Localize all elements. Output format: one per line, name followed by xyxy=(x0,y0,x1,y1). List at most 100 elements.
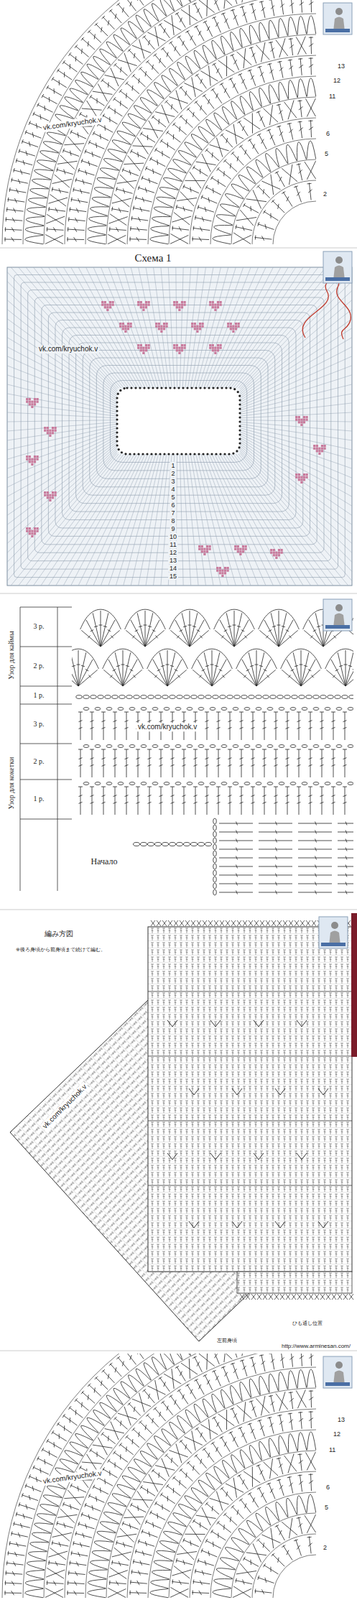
chain-stitch xyxy=(226,695,233,699)
chain-dot xyxy=(227,452,230,455)
heart-cell xyxy=(51,491,54,494)
heart-motif xyxy=(216,566,230,577)
chain-stitch xyxy=(198,744,204,748)
row-ring xyxy=(96,365,261,480)
heart-cell xyxy=(242,550,245,553)
heart-motif xyxy=(270,548,284,559)
heart-cell xyxy=(211,346,215,350)
heart-cell xyxy=(33,400,36,403)
chain-dot xyxy=(168,386,171,389)
chain-stitch xyxy=(313,695,319,699)
heart-cell xyxy=(318,452,321,455)
chain-stitch xyxy=(278,744,285,748)
heart-cell xyxy=(244,548,248,551)
chain-stitch xyxy=(336,744,342,748)
heart-cell xyxy=(140,344,143,347)
chain-stitch xyxy=(298,695,305,699)
row-ring xyxy=(34,297,324,553)
heart-cell xyxy=(198,548,201,551)
chain-dot xyxy=(206,452,209,455)
body-block xyxy=(147,926,352,1272)
chain-stitch xyxy=(152,707,159,711)
heart-cell xyxy=(30,530,34,533)
heart-cell xyxy=(48,496,51,499)
row-bracket xyxy=(20,606,72,891)
heart-cell xyxy=(272,553,276,556)
row-ring xyxy=(14,275,346,578)
chain-dot xyxy=(238,433,241,436)
watermark: vk.com/kryuchok.v xyxy=(40,1468,104,1485)
chain-dot xyxy=(132,452,136,455)
chain-stitch xyxy=(94,707,101,711)
heart-cell xyxy=(30,463,34,466)
chain-stitch xyxy=(324,707,331,711)
chain-stitch xyxy=(290,744,296,748)
chain-dot xyxy=(173,386,176,389)
heart-cell xyxy=(219,566,222,569)
chain-stitch xyxy=(117,707,124,711)
row-number: 9 xyxy=(169,525,176,533)
heart-cell xyxy=(298,478,301,481)
logo-strip xyxy=(321,942,346,947)
chain-dot xyxy=(124,452,127,455)
heart-cell xyxy=(101,300,104,304)
heart-cell xyxy=(36,458,39,461)
chain-stitch xyxy=(147,842,155,847)
chain-dot xyxy=(193,452,196,455)
heart-cell xyxy=(46,494,49,497)
heart-cell xyxy=(178,303,181,306)
double-crochet xyxy=(4,0,314,242)
chain-dot xyxy=(115,435,118,438)
chain-dot xyxy=(115,409,118,412)
heart-cell xyxy=(140,306,143,309)
row-number: 13 xyxy=(336,62,347,70)
heart-cell xyxy=(221,571,224,574)
chain-dot xyxy=(115,426,118,429)
logo-head xyxy=(335,7,343,16)
chain-stitch xyxy=(140,842,148,847)
source-url: http://www.arminesan.com/ xyxy=(280,1342,352,1349)
chain-stitch xyxy=(232,744,239,748)
heart-cell xyxy=(214,346,217,350)
heart-cell xyxy=(234,548,237,551)
heart-cell xyxy=(106,308,109,312)
heart-cell xyxy=(181,306,184,309)
heart-cell xyxy=(216,300,220,304)
row-number: 5 xyxy=(323,150,330,158)
row-label: 1 р. xyxy=(32,794,46,804)
chain-stitch xyxy=(255,744,262,748)
row-ring xyxy=(68,335,289,513)
heart-cell xyxy=(211,303,215,306)
heart-cell xyxy=(226,569,230,572)
heart-cell xyxy=(234,322,238,325)
heart-cell xyxy=(219,344,222,347)
heart-cell xyxy=(300,423,303,426)
heart-cell xyxy=(300,481,303,484)
heart-cell xyxy=(160,330,163,333)
heart-motif xyxy=(295,415,309,426)
chain-dot xyxy=(220,386,223,389)
row-number: 5 xyxy=(169,493,176,501)
heart-cell xyxy=(181,349,184,352)
heart-cell xyxy=(201,548,204,551)
heart-cell xyxy=(145,306,148,309)
chain-stitch xyxy=(244,744,250,748)
heart-cell xyxy=(181,303,184,306)
heart-cell xyxy=(242,545,245,548)
heart-cell xyxy=(298,476,301,479)
heart-cell xyxy=(36,527,39,530)
heart-motif xyxy=(295,473,309,484)
square-chart xyxy=(7,267,352,586)
chain-stitch xyxy=(183,842,191,847)
row-number: 10 xyxy=(168,532,179,541)
chain-stitch xyxy=(255,707,262,711)
chain-dot xyxy=(238,394,241,397)
heart-cell xyxy=(209,545,212,548)
heart-cell xyxy=(219,300,222,304)
chain-stitch xyxy=(83,695,90,699)
row-label: 2 р. xyxy=(32,757,46,766)
heart-cell xyxy=(216,349,220,352)
row-label: 3 р. xyxy=(32,622,46,631)
row-ring xyxy=(41,305,317,545)
heart-cell xyxy=(28,397,31,401)
